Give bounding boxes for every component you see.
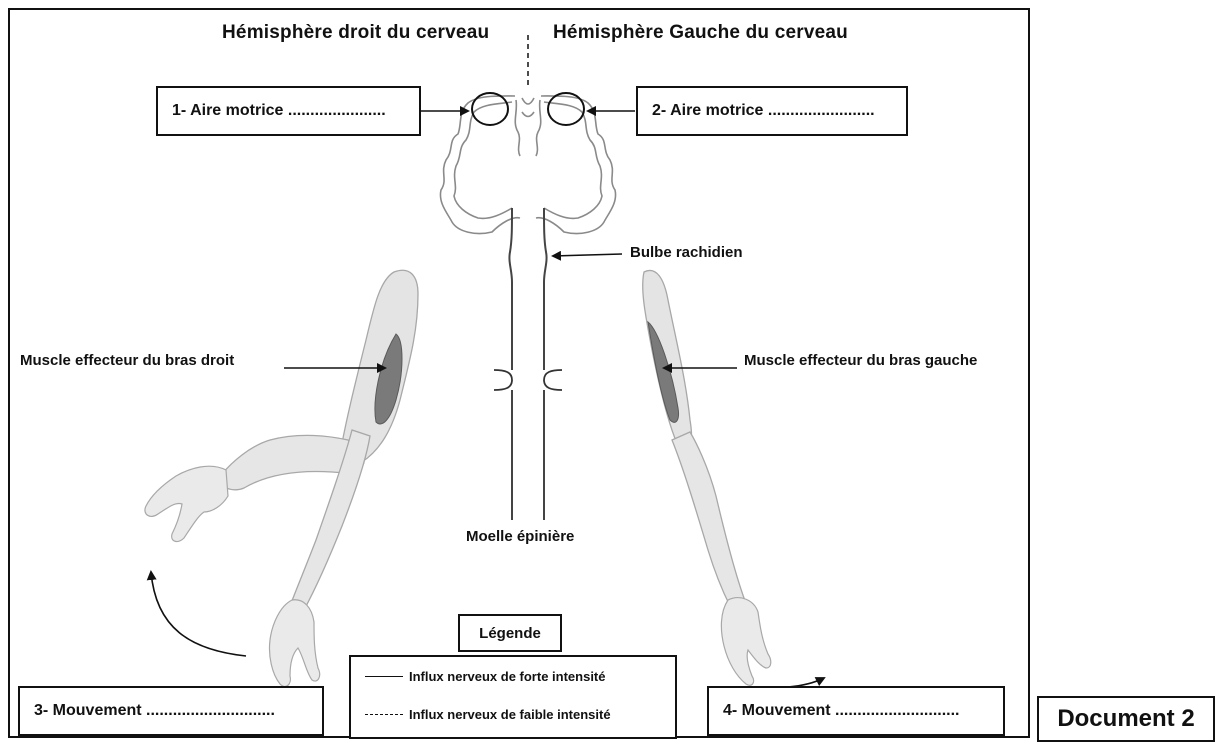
legend-strong-label: Influx nerveux de forte intensité	[409, 669, 606, 684]
left-arm-drawing	[642, 269, 772, 686]
solid-line-sample	[365, 676, 403, 677]
arrow-bulbe	[551, 250, 623, 261]
aire-motrice-2-circle	[547, 92, 585, 126]
right-arm-drawing	[144, 269, 419, 688]
movement-arrow-right-arm	[146, 570, 247, 657]
legend-row-weak: Influx nerveux de faible intensité	[365, 707, 611, 722]
aire-motrice-1-circle	[471, 92, 509, 126]
label-muscle-bras-droit: Muscle effecteur du bras droit	[20, 352, 235, 369]
legend-box: Influx nerveux de forte intensité Influx…	[349, 655, 677, 739]
title-right-hemisphere: Hémisphère droit du cerveau	[222, 22, 490, 43]
brain-drawing	[439, 95, 617, 520]
label-muscle-bras-gauche: Muscle effecteur du bras gauche	[744, 352, 978, 369]
title-left-hemisphere: Hémisphère Gauche du cerveau	[553, 22, 848, 43]
box-aire-motrice-1: 1- Aire motrice ......................	[156, 86, 421, 136]
box-mouvement-3: 3- Mouvement ...........................…	[18, 686, 324, 736]
box-aire-motrice-2: 2- Aire motrice ........................	[636, 86, 908, 136]
label-moelle-epiniere: Moelle épinière	[466, 528, 575, 545]
label-bulbe-rachidien: Bulbe rachidien	[630, 244, 743, 261]
legend-weak-label: Influx nerveux de faible intensité	[409, 707, 611, 722]
box-mouvement-4: 4- Mouvement ...........................…	[707, 686, 1005, 736]
dashed-line-sample	[365, 714, 403, 715]
legend-row-strong: Influx nerveux de forte intensité	[365, 669, 606, 684]
document-label: Document 2	[1037, 696, 1215, 742]
legend-title: Légende	[458, 614, 562, 652]
